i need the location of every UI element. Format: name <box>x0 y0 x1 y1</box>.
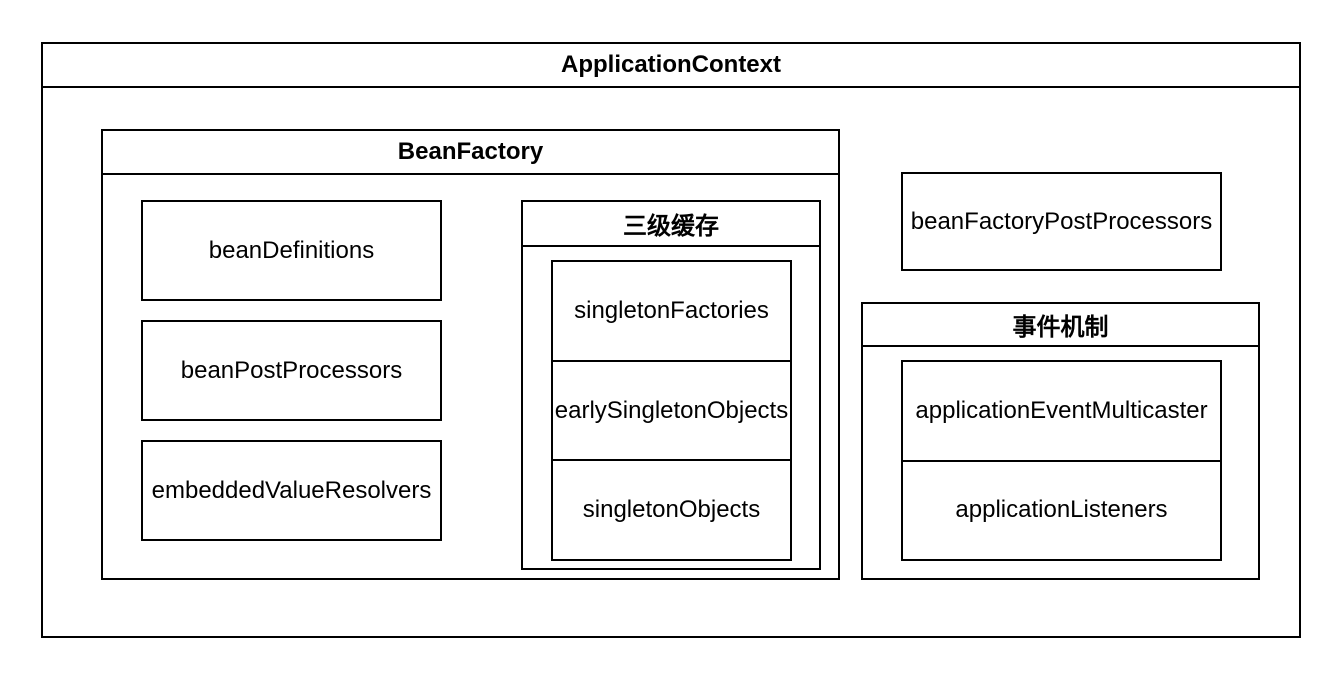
application-context-box: ApplicationContext BeanFactory beanDefin… <box>41 42 1301 638</box>
bean-definitions-box: beanDefinitions <box>141 200 442 301</box>
early-singleton-objects-cell: earlySingletonObjects <box>553 359 790 460</box>
embedded-value-resolvers-box: embeddedValueResolvers <box>141 440 442 541</box>
event-mechanism-box: 事件机制 applicationEventMulticaster applica… <box>861 302 1260 580</box>
singleton-objects-cell: singletonObjects <box>553 459 790 559</box>
event-mechanism-title: 事件机制 <box>863 304 1258 347</box>
singleton-factories-cell: singletonFactories <box>574 296 769 324</box>
application-context-title: ApplicationContext <box>43 44 1299 88</box>
three-level-cache-title: 三级缓存 <box>523 202 819 247</box>
bean-factory-post-processors-box: beanFactoryPostProcessors <box>901 172 1222 271</box>
three-level-cache-box: 三级缓存 singletonFactories earlySingletonOb… <box>521 200 821 570</box>
event-mechanism-stack: applicationEventMulticaster applicationL… <box>901 360 1222 561</box>
application-listeners-cell: applicationListeners <box>903 459 1220 560</box>
bean-post-processors-box: beanPostProcessors <box>141 320 442 421</box>
three-level-cache-stack: singletonFactories earlySingletonObjects… <box>551 260 792 561</box>
bean-factory-title: BeanFactory <box>103 131 838 175</box>
bean-factory-box: BeanFactory beanDefinitions beanPostProc… <box>101 129 840 580</box>
application-event-multicaster-cell: applicationEventMulticaster <box>915 396 1208 424</box>
